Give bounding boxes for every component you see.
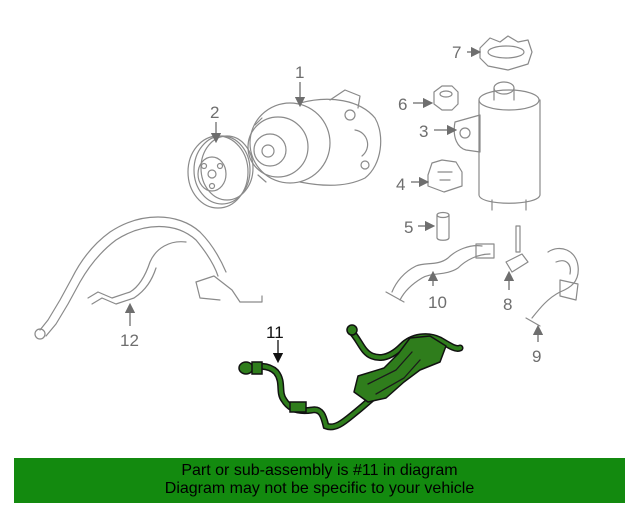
callout-6: 6 xyxy=(398,95,407,114)
sleeve[interactable] xyxy=(436,211,450,241)
feed-lines[interactable] xyxy=(34,216,263,340)
power-steering-pump[interactable] xyxy=(247,89,382,186)
parts-diagram: 1 2 7 6 3 4 xyxy=(34,35,579,431)
pulley[interactable] xyxy=(187,135,254,209)
mount[interactable] xyxy=(427,159,463,193)
nut[interactable] xyxy=(433,85,459,111)
callout-4: 4 xyxy=(396,175,405,194)
callout-8: 8 xyxy=(503,295,512,314)
callout-12: 12 xyxy=(120,331,139,350)
info-banner: Part or sub-assembly is #11 in diagram D… xyxy=(14,458,625,503)
callout-3: 3 xyxy=(419,122,428,141)
callout-2: 2 xyxy=(210,103,219,122)
return-hose[interactable] xyxy=(525,247,579,327)
callout-5: 5 xyxy=(404,218,413,237)
suction-hose[interactable] xyxy=(385,243,495,303)
callout-7: 7 xyxy=(452,43,461,62)
callout-10: 10 xyxy=(428,293,447,312)
banner-line-2: Diagram may not be specific to your vehi… xyxy=(164,480,475,497)
pressure-hose-highlighted[interactable] xyxy=(238,324,464,431)
sensor[interactable] xyxy=(505,225,529,273)
callout-1: 1 xyxy=(295,63,304,82)
banner-line-1: Part or sub-assembly is #11 in diagram xyxy=(181,462,458,479)
callout-11: 11 xyxy=(266,323,284,342)
reservoir-cap[interactable] xyxy=(479,35,533,71)
reservoir[interactable] xyxy=(453,81,541,211)
callout-9: 9 xyxy=(532,347,541,366)
